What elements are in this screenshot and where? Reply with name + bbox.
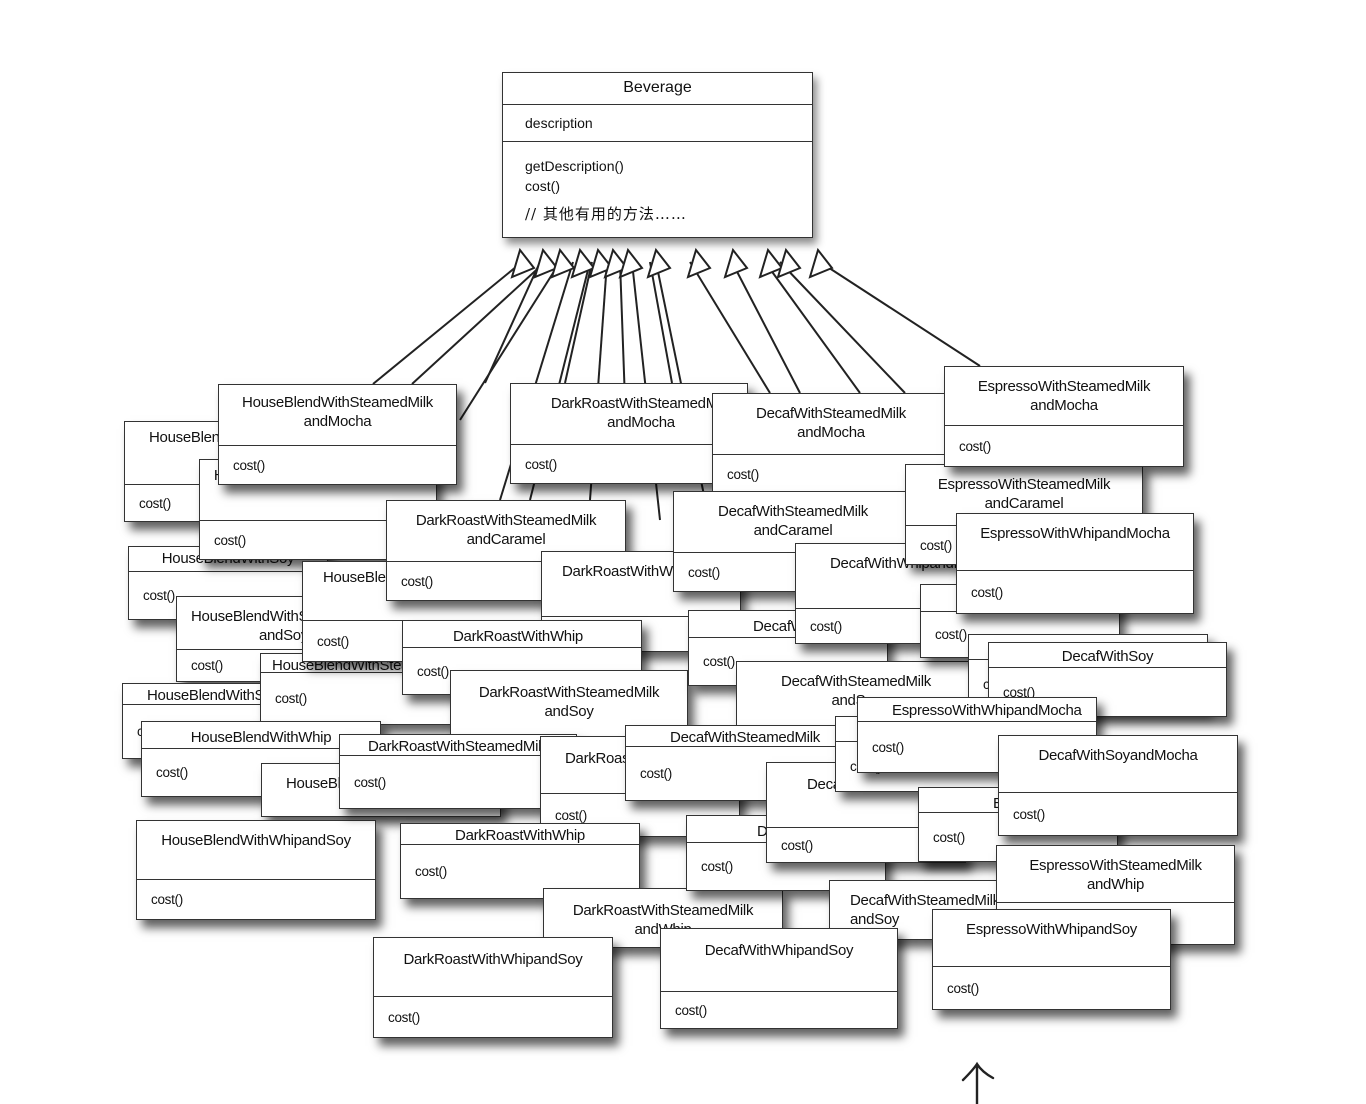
generalization-arrowhead-icon <box>808 247 834 279</box>
class-name: DarkRoastWithSteamedMilk andSoy <box>478 684 660 720</box>
class-name: DecafWithSoy <box>989 643 1226 668</box>
generalization-arrowhead-icon <box>533 247 559 279</box>
class-method: cost() <box>701 859 733 874</box>
base-class-name: Beverage <box>503 73 812 105</box>
class-box: DarkRoastWithWhip cost() <box>400 823 640 899</box>
inheritance-line <box>731 261 801 394</box>
class-name: DarkRoastWithSteamedMilk andCaramel <box>387 501 625 562</box>
class-method: cost() <box>415 864 447 879</box>
class-name: DarkRoastWithSteamedMilk andMocha <box>511 384 747 445</box>
class-box: DecafWithWhipandSoy cost() <box>660 928 898 1029</box>
generalization-arrowhead-icon <box>776 247 802 279</box>
class-box: DecafWithSoyandMocha cost() <box>998 735 1238 836</box>
pointer-arrow-icon <box>961 1061 995 1104</box>
get-description-method: getDescription() <box>525 158 624 174</box>
generalization-arrowhead-icon <box>570 247 596 279</box>
class-box: DarkRoastWithWhipandSoy cost() <box>373 937 613 1038</box>
class-method: cost() <box>275 691 307 706</box>
generalization-arrowhead-icon <box>758 247 784 279</box>
class-name: DecafWithSoyandMocha <box>999 736 1237 793</box>
class-method: cost() <box>151 892 183 907</box>
class-name: EspressoWithSteamedMilk andCaramel <box>906 465 1142 526</box>
class-method: cost() <box>233 457 265 473</box>
class-name: DecafWithSteamedMilk andSoy <box>850 892 1000 928</box>
class-method: cost() <box>781 837 813 853</box>
class-name: HouseBlendWithWhip <box>142 722 380 749</box>
inheritance-line <box>819 261 981 367</box>
base-class-attribute: description <box>503 105 812 142</box>
class-name: DarkRoastWithWhip <box>401 824 639 845</box>
class-method: cost() <box>156 765 188 780</box>
class-method: cost() <box>214 532 246 548</box>
class-name: EspressoWithWhipandSoy <box>933 910 1170 967</box>
class-box: DarkRoastWithSteamedMilk cost() <box>339 734 577 809</box>
class-method: cost() <box>920 537 952 553</box>
class-method: cost() <box>688 564 720 580</box>
cost-method: cost() <box>525 178 560 194</box>
inheritance-line <box>411 261 546 385</box>
inheritance-line <box>764 261 861 394</box>
class-method: cost() <box>555 807 587 823</box>
generalization-arrowhead-icon <box>723 247 749 279</box>
class-box: HouseBlendWithWhipandSoy cost() <box>136 820 376 920</box>
class-box: DarkRoastWithSteamedMilk andMocha cost() <box>510 383 748 484</box>
class-name: DarkRoastWithWhipandSoy <box>374 938 612 997</box>
class-name: HouseBlendWithSoy <box>123 684 361 705</box>
other-methods-note: // 其他有用的方法…… <box>525 205 687 223</box>
class-method: cost() <box>1013 806 1045 822</box>
class-box: EspressoWithSteamedMilk andMocha cost() <box>944 366 1184 467</box>
beverage-base-class: Beverage description getDescription() co… <box>502 72 813 238</box>
class-method: cost() <box>525 456 557 472</box>
class-method: cost() <box>675 1002 707 1018</box>
class-method: cost() <box>317 633 349 649</box>
class-name: DecafWithWhipandSoy <box>661 929 897 992</box>
inheritance-line <box>484 261 541 384</box>
class-method: cost() <box>388 1009 420 1025</box>
class-method: cost() <box>933 829 965 845</box>
class-name: EspressoWithSteamedMilk andMocha <box>945 367 1183 426</box>
generalization-arrowhead-icon <box>510 247 536 279</box>
class-method: cost() <box>191 658 223 673</box>
class-name: EspressoWithWhipandMocha <box>858 698 1096 722</box>
class-method: cost() <box>947 980 979 996</box>
base-class-methods: getDescription() cost() // 其他有用的方法…… <box>503 142 812 224</box>
class-box: HouseBlendWithSteamedMilk andMocha cost(… <box>218 384 457 485</box>
class-method: cost() <box>1003 684 1035 700</box>
class-name: EspressoWithSteamedMilk andWhip <box>997 846 1234 903</box>
class-name: HouseBlendWithSteamedMilk andMocha <box>219 385 456 446</box>
class-name: HouseBlendWithWhipandSoy <box>137 821 375 880</box>
class-method: cost() <box>139 495 171 511</box>
class-method: cost() <box>703 654 735 669</box>
class-name: DecafWithSteamedMilk <box>626 726 864 747</box>
generalization-arrowhead-icon <box>686 247 712 279</box>
class-method: cost() <box>935 627 967 642</box>
class-name: DarkRoastWithSteamedMilk <box>340 735 576 756</box>
class-name: DarkRoastWithWhip <box>403 621 641 648</box>
class-name: EspressoWithWhipandMocha <box>957 514 1193 571</box>
class-method: cost() <box>810 618 842 634</box>
inheritance-line <box>372 261 523 385</box>
class-method: cost() <box>872 739 904 755</box>
generalization-arrowhead-icon <box>618 247 644 279</box>
generalization-arrowhead-icon <box>550 247 576 279</box>
inheritance-line <box>779 261 906 394</box>
class-box: EspressoWithWhipandMocha cost() <box>956 513 1194 614</box>
class-method: cost() <box>417 663 449 679</box>
class-method: cost() <box>143 588 175 603</box>
inheritance-line <box>564 261 593 384</box>
class-box: EspressoWithWhipandSoy cost() <box>932 909 1171 1010</box>
inheritance-line <box>649 261 673 384</box>
class-name: DecafWithSteamedMilk andCaramel <box>674 492 912 553</box>
class-method: cost() <box>727 466 759 482</box>
class-method: cost() <box>959 438 991 454</box>
class-method: cost() <box>971 584 1003 600</box>
inheritance-line <box>459 261 561 421</box>
inheritance-line <box>689 261 771 394</box>
class-method: cost() <box>401 573 433 589</box>
class-method: cost() <box>640 766 672 781</box>
class-method: cost() <box>354 774 386 790</box>
generalization-arrowhead-icon <box>646 247 672 279</box>
class-name: DecafWithSteamedMilk andMocha <box>713 394 949 455</box>
